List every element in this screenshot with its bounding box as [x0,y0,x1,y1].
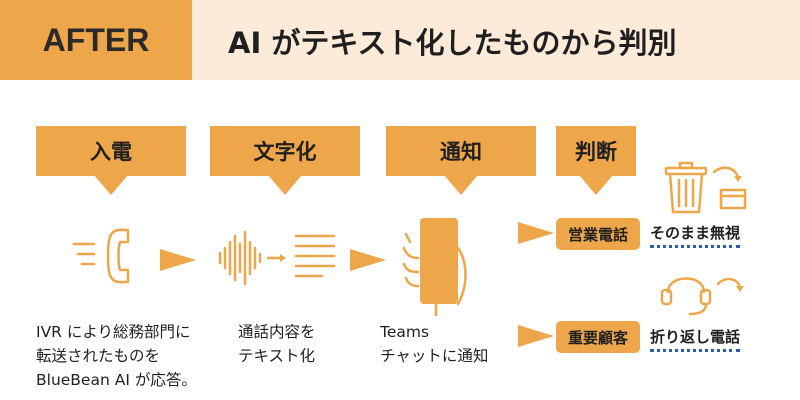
branch-arrow-icon [518,222,554,244]
desc-line: チャットに通知 [380,347,489,365]
step-label-incoming: 入電 [36,126,186,176]
desc-line: Teams [380,323,430,341]
tag-sales-call: 営業電話 [556,218,640,250]
phone-icon [72,228,130,284]
desc-line: IVR により総務部門に [36,323,191,341]
flow-arrow-icon [350,249,386,271]
flow-arrow-icon [160,249,196,271]
step-pointer-incoming [94,175,128,195]
after-badge: AFTER [0,0,192,80]
soundwave-icon [218,230,286,286]
page-title: AI がテキスト化したものから判別 [228,26,677,60]
smartphone-hand-icon [402,218,467,316]
header-banner: AFTER AI がテキスト化したものから判別 [0,0,800,80]
text-lines-icon [294,234,336,278]
branch-arrow-icon [518,325,554,347]
box-icon [719,188,747,210]
tag-important-customer: 重要顧客 [556,321,640,353]
trash-icon [664,161,742,214]
step-label-notify: 通知 [386,126,536,176]
step-pointer-transcribe [268,175,302,195]
desc-line: BlueBean AI が応答。 [36,371,197,389]
outcome-callback: 折り返し電話 [650,326,741,352]
outcome-ignore: そのまま無視 [650,222,741,248]
step-pointer-decide [579,175,613,195]
desc-transcribe: 通話内容を テキスト化 [238,320,316,368]
desc-line: テキスト化 [238,347,316,365]
desc-line: 通話内容を [238,323,316,341]
step-label-transcribe: 文字化 [210,126,360,176]
desc-incoming: IVR により総務部門に 転送されたものを BlueBean AI が応答。 [36,320,197,392]
step-label-decide: 判断 [556,126,636,176]
step-pointer-notify [444,175,478,195]
headset-icon [660,277,744,316]
desc-line: 転送されたものを [36,347,161,365]
desc-notify: Teams チャットに通知 [380,320,488,368]
